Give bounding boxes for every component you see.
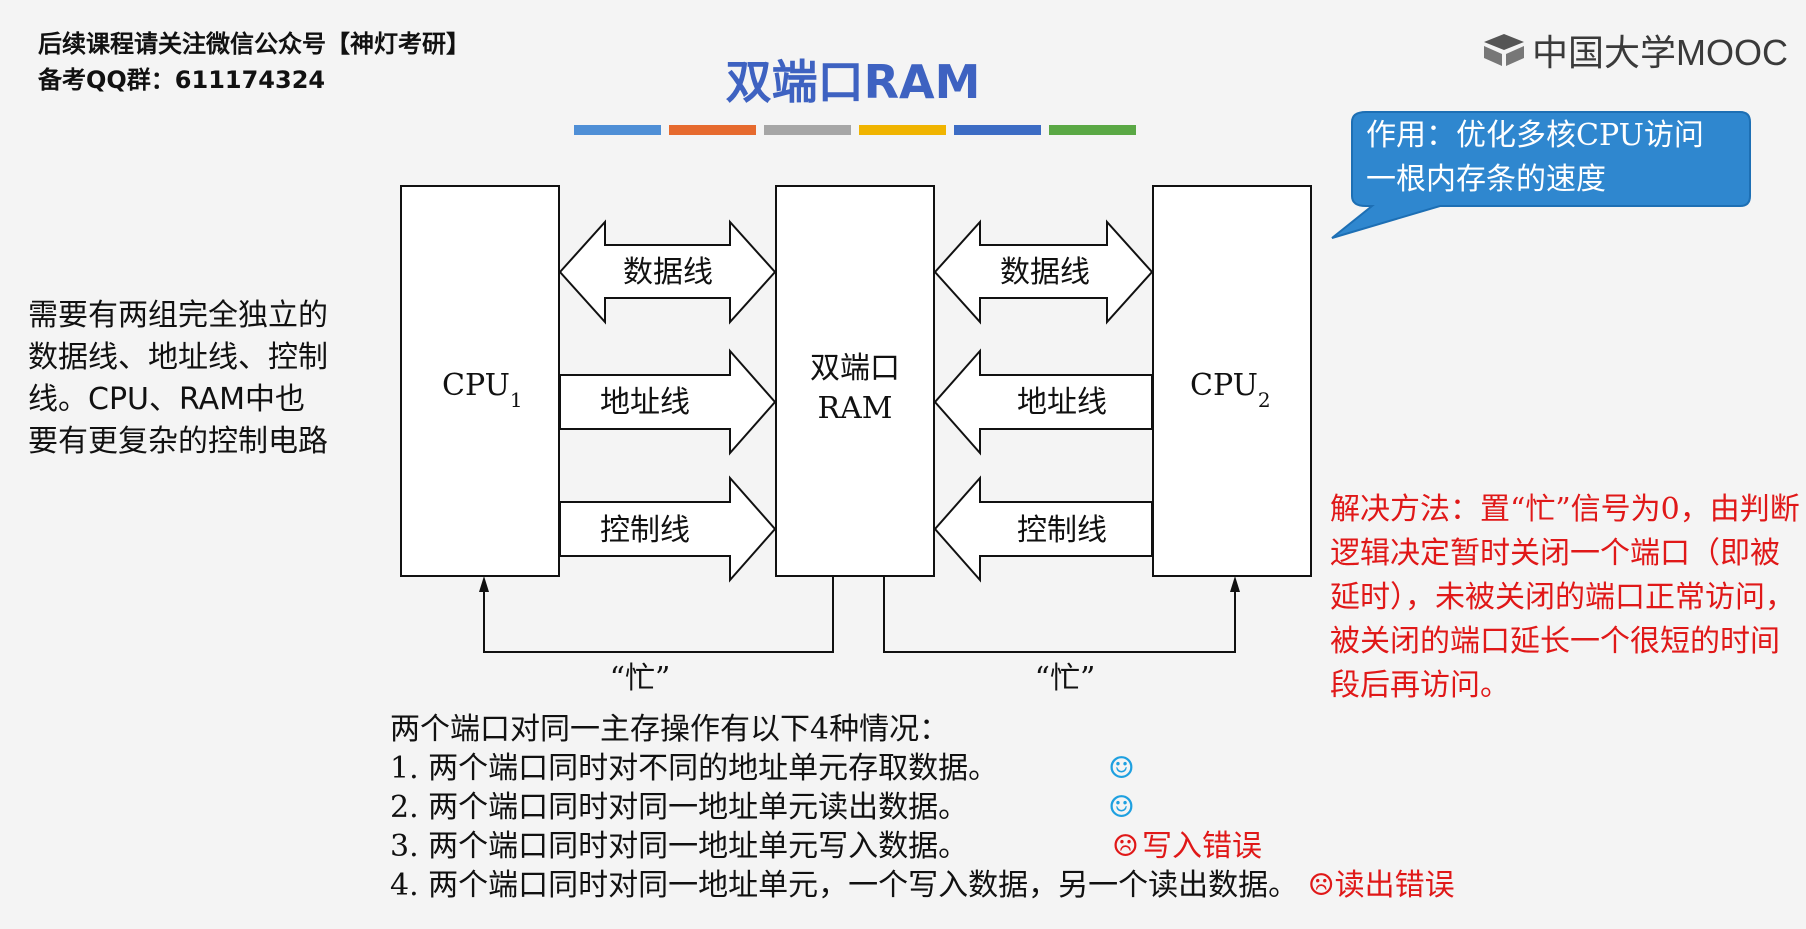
ram-box xyxy=(775,185,935,577)
case-text: 3. 两个端口同时对同一地址单元写入数据。 xyxy=(390,829,969,864)
left-control-bus-arrow xyxy=(559,475,777,583)
right-address-bus-arrow xyxy=(933,348,1153,456)
title-bar xyxy=(859,125,946,135)
mooc-logo: 中国大学MOOC xyxy=(1482,24,1788,76)
case-item: 3. 两个端口同时对同一地址单元写入数据。 ☹ 写入错误 xyxy=(390,827,1455,866)
busy-line-right xyxy=(883,576,1236,653)
busy-arrowhead-left xyxy=(479,576,489,592)
case-item: 4. 两个端口同时对同一地址单元，一个写入数据，另一个读出数据。 ☹读出错误 xyxy=(390,866,1455,905)
title-bar xyxy=(1049,125,1136,135)
title-bar xyxy=(954,125,1041,135)
callout-bubble xyxy=(1331,111,1751,239)
cpu2-label: CPU2 xyxy=(1190,368,1271,412)
busy-label-right: “忙” xyxy=(1035,661,1096,696)
smile-icon: ☺ xyxy=(1108,751,1135,786)
title-bar xyxy=(764,125,851,135)
access-cases: 两个端口对同一主存操作有以下4种情况： 1. 两个端口同时对不同的地址单元存取数… xyxy=(390,710,1455,905)
title-bar xyxy=(669,125,756,135)
cpu2-box xyxy=(1152,185,1312,577)
left-address-bus-arrow xyxy=(559,348,777,456)
case-item: 2. 两个端口同时对同一地址单元读出数据。 ☺ xyxy=(390,788,1455,827)
case-error-note: 读出错误 xyxy=(1334,868,1455,903)
right-control-bus-label: 控制线 xyxy=(1017,513,1107,548)
mooc-logo-text: 中国大学MOOC xyxy=(1532,32,1788,73)
cpu1-label: CPU1 xyxy=(442,368,523,412)
case-text: 1. 两个端口同时对不同的地址单元存取数据。 xyxy=(390,751,999,786)
qq-group-notice: 备考QQ群：611174324 xyxy=(38,66,326,94)
left-note: 需要有两组完全独立的数据线、地址线、控制线。CPU、RAM中也要有更复杂的控制电… xyxy=(28,298,328,459)
frown-icon: ☹ xyxy=(1112,829,1139,864)
left-data-bus-label: 数据线 xyxy=(623,255,713,290)
wechat-notice: 后续课程请关注微信公众号【神灯考研】 xyxy=(38,30,470,58)
solution-note: 解决方法：置“忙”信号为0，由判断逻辑决定暂时关闭一个端口（即被延时），未被关闭… xyxy=(1330,492,1800,703)
left-data-bus-arrow xyxy=(558,219,777,325)
left-control-bus-label: 控制线 xyxy=(600,513,690,548)
case-error-note: 写入错误 xyxy=(1142,829,1262,864)
mooc-logo-icon xyxy=(1482,32,1526,68)
cpu1-box xyxy=(400,185,560,577)
case-text: 2. 两个端口同时对同一地址单元读出数据。 xyxy=(390,790,969,825)
callout-text: 作用：优化多核CPU访问一根内存条的速度 xyxy=(1366,118,1704,197)
right-data-bus-arrow xyxy=(933,219,1154,325)
title-bar xyxy=(574,125,661,135)
title-color-bars xyxy=(574,125,1136,135)
right-control-bus-arrow xyxy=(933,475,1153,583)
left-address-bus-label: 地址线 xyxy=(600,385,690,420)
case-item: 1. 两个端口同时对不同的地址单元存取数据。 ☺ xyxy=(390,749,1455,788)
ram-label-line2: RAM xyxy=(818,391,893,426)
busy-line-left xyxy=(483,576,834,653)
ram-label-line1: 双端口 xyxy=(810,351,900,386)
case-text: 4. 两个端口同时对同一地址单元，一个写入数据，另一个读出数据。 xyxy=(390,868,1299,903)
smile-icon: ☺ xyxy=(1108,790,1135,825)
page-title: 双端口RAM xyxy=(725,55,981,109)
right-address-bus-label: 地址线 xyxy=(1017,385,1107,420)
right-data-bus-label: 数据线 xyxy=(1000,255,1090,290)
busy-label-left: “忙” xyxy=(610,661,671,696)
frown-icon: ☹ xyxy=(1307,868,1335,903)
busy-arrowhead-right xyxy=(1230,576,1240,592)
cases-intro: 两个端口对同一主存操作有以下4种情况： xyxy=(390,712,950,747)
